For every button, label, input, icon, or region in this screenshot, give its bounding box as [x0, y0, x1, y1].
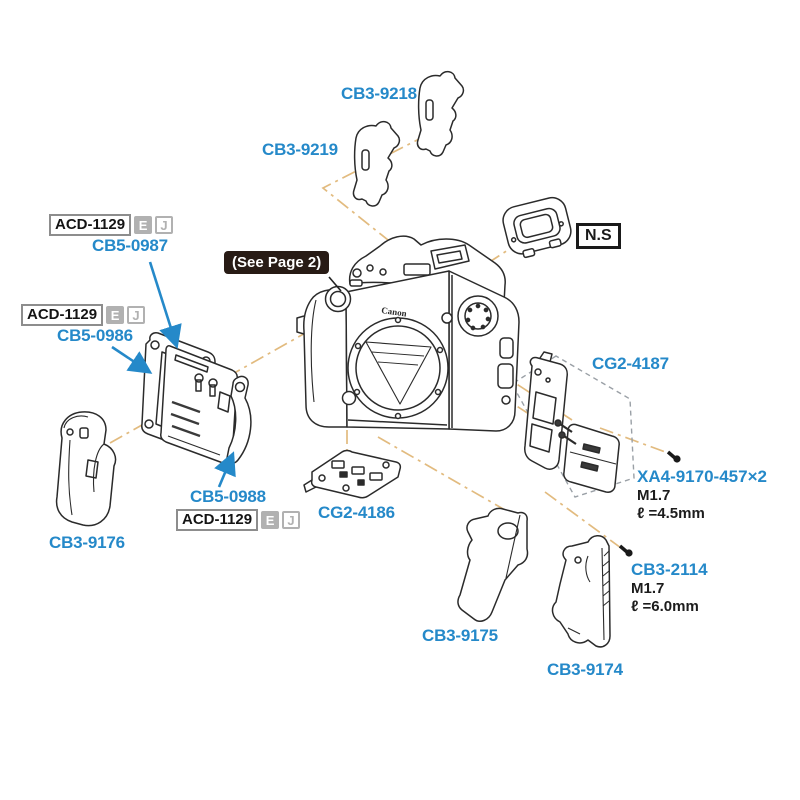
part-cg2-4186-drawing [303, 449, 402, 499]
acd-e-badge: E [134, 216, 153, 234]
cg2-4187-dashed-box [511, 355, 635, 498]
part-cb3-9175-drawing [457, 507, 529, 622]
xa4-length-spec: ℓ =4.5mm [637, 505, 705, 523]
acd-j-badge: J [155, 216, 174, 234]
see-page-leader-line [328, 276, 342, 292]
cb3-2114-thread-spec: M1.7 [631, 579, 665, 597]
label-cb5-0988: CB5-0988 [190, 487, 266, 506]
label-cg2-4187: CG2-4187 [592, 354, 669, 373]
acd-j-badge: J [127, 306, 146, 324]
cb3-2114-length-spec: ℓ =6.0mm [631, 598, 699, 616]
part-cb3-9174-drawing [551, 535, 611, 648]
camera-body-drawing: Canon [296, 235, 520, 432]
screw-cb3-2114-drawing [618, 544, 633, 557]
acd-e-badge: E [261, 511, 280, 529]
part-cb3-9219-drawing [352, 120, 401, 207]
label-cb3-9219: CB3-9219 [262, 140, 338, 159]
part-cg2-4187-door-drawing [554, 419, 620, 493]
ns-badge: N.S [576, 223, 621, 249]
label-xa4-9170: XA4-9170-457×2 [637, 467, 767, 486]
acd-j-badge: J [282, 511, 301, 529]
label-cb3-9175: CB3-9175 [422, 626, 498, 645]
part-cb3-9176-drawing [55, 411, 117, 527]
see-page-2-badge: (See Page 2) [224, 251, 330, 274]
acd-code-box: ACD-1129 [49, 214, 132, 236]
acd-1129-badge-top: ACD-1129 E J [49, 214, 174, 236]
label-cb5-0986: CB5-0986 [57, 326, 133, 345]
screw-xa4-9170-drawing [666, 450, 681, 463]
acd-e-badge: E [106, 306, 125, 324]
acd-code-box: ACD-1129 [21, 304, 104, 326]
label-cb3-9176: CB3-9176 [49, 533, 125, 552]
eyecup-drawing [502, 196, 572, 259]
xa4-thread-spec: M1.7 [637, 486, 671, 504]
screw-spec-xa4-9170: XA4-9170-457×2 M1.7 ℓ =4.5mm [637, 467, 767, 524]
screw-spec-cb3-2114: CB3-2114 M1.7 ℓ =6.0mm [631, 560, 708, 617]
label-cb5-0987: CB5-0987 [92, 236, 168, 255]
camera-logo-text: Canon [381, 305, 408, 318]
label-cb3-2114: CB3-2114 [631, 560, 708, 579]
label-leader-arrows [111, 261, 236, 488]
acd-code-box: ACD-1129 [176, 509, 259, 531]
label-cb3-9218: CB3-9218 [341, 84, 417, 103]
part-cg2-4187-cover-drawing [524, 351, 568, 470]
acd-1129-badge-middle: ACD-1129 E J [21, 304, 146, 326]
acd-1129-badge-bottom: ACD-1129 E J [176, 509, 301, 531]
label-cb3-9174: CB3-9174 [547, 660, 623, 679]
part-cb3-9218-drawing [416, 70, 465, 157]
label-cg2-4186: CG2-4186 [318, 503, 395, 522]
part-cb5-0987-drawing [160, 345, 238, 465]
